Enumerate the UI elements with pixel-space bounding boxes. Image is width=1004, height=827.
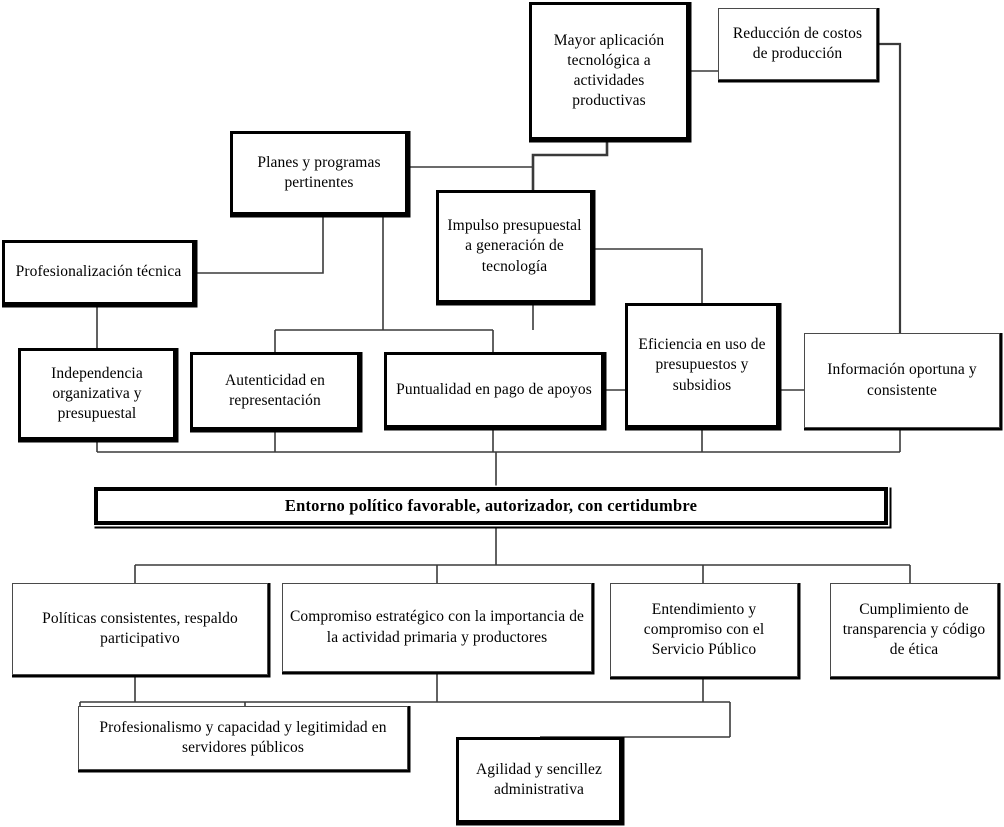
node-label: Cumplimiento de transparencia y código d… bbox=[842, 600, 986, 659]
node-label: Agilidad y sencillez administrativa bbox=[476, 760, 602, 798]
node-label: Compromiso estratégico con la importanci… bbox=[289, 608, 585, 646]
node-profesionalizacion-tecnica[interactable]: Profesionalización técnica bbox=[2, 240, 195, 305]
node-cumplimiento[interactable]: Cumplimiento de transparencia y código d… bbox=[830, 583, 998, 677]
edge-impulso-to-eficiencia bbox=[593, 248, 703, 303]
node-label: Información oportuna y consistente bbox=[827, 361, 977, 399]
node-informacion[interactable]: Información oportuna y consistente bbox=[804, 333, 1000, 428]
node-label: Profesionalismo y capacidad y legitimida… bbox=[99, 718, 387, 756]
node-mayor-aplicacion[interactable]: Mayor aplicación tecnológica a actividad… bbox=[529, 2, 689, 140]
node-independencia[interactable]: Independencia organizativa y presupuesta… bbox=[18, 348, 176, 440]
node-compromiso[interactable]: Compromiso estratégico con la importanci… bbox=[282, 583, 592, 672]
node-agilidad[interactable]: Agilidad y sencillez administrativa bbox=[456, 737, 622, 823]
edge-reduccion-to-informacion bbox=[877, 42, 902, 333]
node-label: Independencia organizativa y presupuesta… bbox=[51, 364, 143, 423]
edge-profesionalizacion-to-planes bbox=[195, 215, 324, 274]
center-banner[interactable]: Entorno político favorable, autorizador,… bbox=[94, 487, 888, 525]
node-label: Puntualidad en pago de apoyos bbox=[396, 380, 592, 398]
node-label: Profesionalización técnica bbox=[15, 263, 182, 281]
node-reduccion-costos[interactable]: Reducción de costos de producción bbox=[718, 8, 877, 80]
node-eficiencia[interactable]: Eficiencia en uso de presupuestos y subs… bbox=[625, 303, 779, 428]
node-entendimiento[interactable]: Entendimiento y compromiso con el Servic… bbox=[610, 583, 798, 677]
node-label: Eficiencia en uso de presupuestos y subs… bbox=[638, 336, 766, 394]
center-banner-label: Entorno político favorable, autorizador,… bbox=[284, 496, 698, 515]
node-autenticidad[interactable]: Autenticidad en representación bbox=[190, 352, 360, 430]
node-label: Mayor aplicación tecnológica a actividad… bbox=[553, 31, 665, 110]
node-impulso-presupuestal[interactable]: Impulso presupuestal a generación de tec… bbox=[436, 190, 593, 303]
node-profesionalismo[interactable]: Profesionalismo y capacidad y legitimida… bbox=[78, 706, 408, 770]
node-politicas[interactable]: Políticas consistentes, respaldo partici… bbox=[12, 583, 268, 675]
node-label: Políticas consistentes, respaldo partici… bbox=[42, 609, 238, 647]
node-label: Impulso presupuestal a generación de tec… bbox=[447, 217, 582, 275]
node-label: Reducción de costos de producción bbox=[732, 24, 863, 62]
edge-mayor-to-impulso bbox=[531, 140, 609, 190]
node-label: Entendimiento y compromiso con el Servic… bbox=[643, 600, 765, 659]
node-label: Autenticidad en representación bbox=[224, 371, 326, 409]
node-planes-programas[interactable]: Planes y programas pertinentes bbox=[230, 131, 408, 215]
node-label: Planes y programas pertinentes bbox=[257, 153, 381, 191]
node-puntualidad[interactable]: Puntualidad en pago de apoyos bbox=[384, 352, 604, 428]
